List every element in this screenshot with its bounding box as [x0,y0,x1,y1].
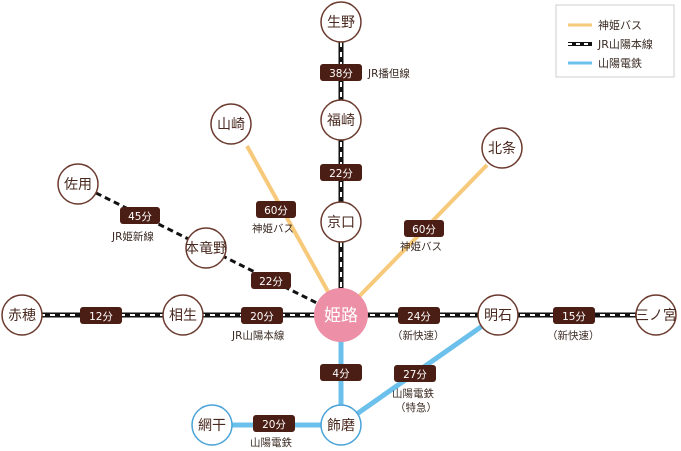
station-ako: 赤穂 [8,308,36,324]
time-ikuno-fukusaki: 38分 [329,68,353,80]
time-himeji-akashi: 24分 [407,311,431,323]
station-himeji: 姫路 [324,306,358,326]
stations: 生野 福崎 山崎 京口 北条 佐用 本竜野 赤穂 相生 明石 三ノ宮 網干 飾磨… [1,1,677,446]
station-shikama: 飾磨 [327,418,355,434]
line-label-sanyo-aboshi: 山陽電鉄 [250,436,292,449]
note-akashi-sannomiya: （新快速） [547,329,600,342]
station-yamasaki: 山崎 [217,117,245,133]
station-hojo: 北条 [488,140,516,157]
station-aioi: 相生 [169,308,197,324]
station-akashi: 明石 [484,308,512,324]
line-label-bantan: JR播但線 [367,67,410,80]
bus-route-yamasaki [245,145,343,316]
station-ikuno: 生野 [327,15,355,31]
note-himeji-akashi: （新快速） [392,329,445,342]
station-sannomiya: 三ノ宮 [635,308,677,324]
time-fukusaki-kyoguchi: 22分 [329,168,353,180]
time-yamasaki-himeji: 60分 [264,205,288,217]
time-aioi-himeji: 20分 [250,311,274,323]
legend-label-jr: JR山陽本線 [597,37,653,51]
station-kyoguchi: 京口 [327,215,355,231]
bus-route-hojo [339,163,489,317]
time-sayo-hontatsuno: 45分 [128,211,152,223]
time-badges: 38分 22分 60分 60分 45分 22分 12分 20分 24分 15分 … [80,64,595,432]
time-akashi-sannomiya: 15分 [562,311,586,323]
station-sayo: 佐用 [64,177,92,193]
time-ako-aioi: 12分 [89,311,113,323]
line-label-bus-yamasaki: 神姫バス [252,222,294,235]
time-himeji-shikama: 4分 [332,368,350,380]
time-shikama-akashi: 27分 [403,369,427,381]
line-label-sanyo-electric: 山陽電鉄 [392,387,434,400]
note-shikama-akashi: （特急） [395,401,437,414]
line-label-sanyo-main: JR山陽本線 [231,329,285,342]
legend-label-bus: 神姫バス [598,18,642,32]
station-fukusaki: 福崎 [327,113,355,129]
station-hontatsuno: 本竜野 [185,240,227,257]
time-aboshi-shikama: 20分 [262,419,286,431]
time-hojo-himeji: 60分 [412,224,436,236]
line-labels: JR播但線 神姫バス 神姫バス JR姫新線 JR山陽本線 （新快速） （新快速）… [111,67,600,449]
legend-label-sanyo: 山陽電鉄 [598,56,642,70]
line-label-bus-hojo: 神姫バス [400,240,442,253]
legend: 神姫バス JR山陽本線 山陽電鉄 [555,4,675,78]
station-aboshi: 網干 [198,418,226,434]
time-hontatsuno-himeji: 22分 [259,276,283,288]
line-label-kishin: JR姫新線 [111,230,154,243]
